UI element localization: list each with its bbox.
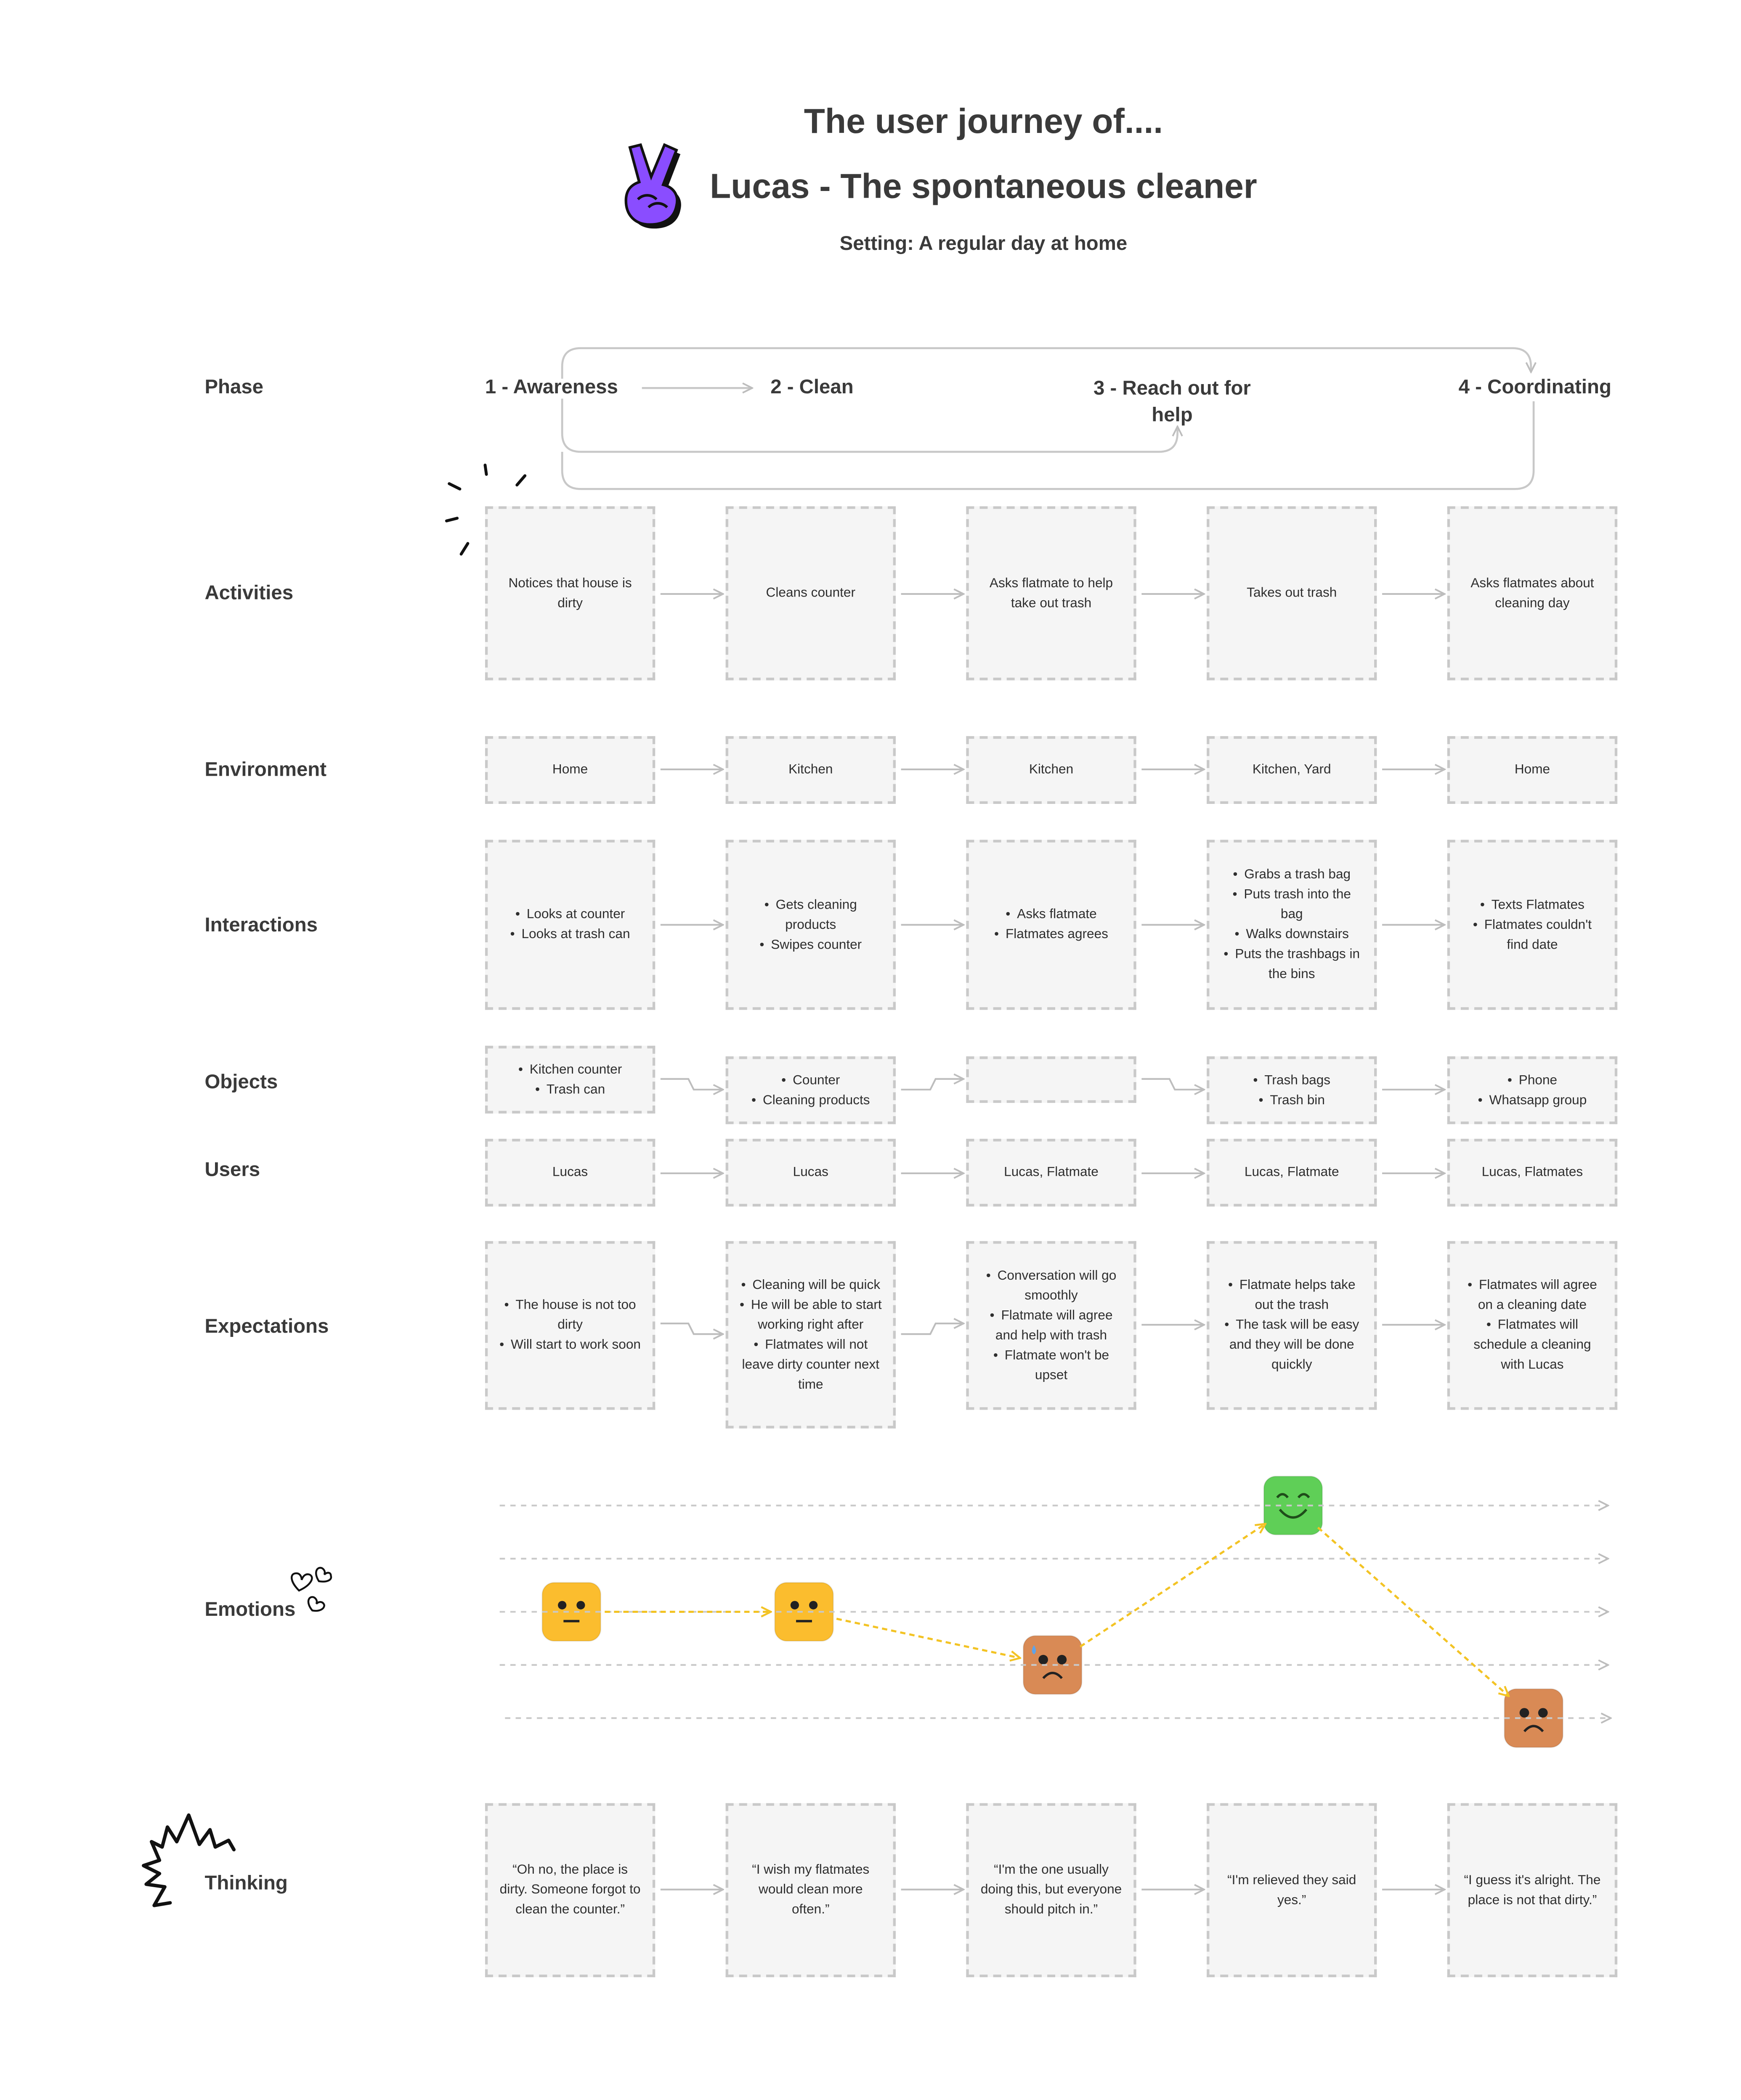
victory-hand-icon bbox=[624, 143, 681, 229]
hearts-doodle-icon bbox=[291, 1567, 332, 1612]
expectation-item: Flatmates will schedule a cleaning with … bbox=[1460, 1315, 1604, 1375]
row-label-thinking: Thinking bbox=[204, 1872, 288, 1895]
objects-card: Trash bagsTrash bin bbox=[1207, 1056, 1377, 1124]
interactions-card: Grabs a trash bagPuts trash into the bag… bbox=[1207, 840, 1377, 1010]
interaction-item: Gets cleaning products bbox=[739, 895, 882, 935]
interactions-card: Gets cleaning productsSwipes counter bbox=[725, 840, 896, 1010]
interaction-item: Texts Flatmates bbox=[1460, 895, 1604, 915]
environment-card: Kitchen bbox=[966, 736, 1136, 804]
object-item: Phone bbox=[1478, 1070, 1587, 1090]
activity-card: Takes out trash bbox=[1207, 506, 1377, 681]
object-item: Counter bbox=[751, 1070, 870, 1090]
expectation-item: Conversation will go smoothly bbox=[979, 1266, 1123, 1306]
expectations-card: Flatmate helps take out the trashThe tas… bbox=[1207, 1241, 1377, 1410]
worried-sweat-face-icon bbox=[1022, 1634, 1083, 1702]
thought-card: “I wish my flatmates would clean more of… bbox=[725, 1803, 896, 1978]
activity-card: Asks flatmate to help take out trash bbox=[966, 506, 1136, 681]
activity-card: Asks flatmates about cleaning day bbox=[1447, 506, 1618, 681]
expectation-item: Flatmates will agree on a cleaning date bbox=[1460, 1275, 1604, 1315]
objects-card-empty bbox=[966, 1056, 1136, 1103]
phase-clean: 2 - Clean bbox=[770, 376, 854, 399]
interaction-item: Looks at counter bbox=[510, 905, 630, 925]
activity-card: Cleans counter bbox=[725, 506, 896, 681]
row-label-objects: Objects bbox=[204, 1071, 278, 1094]
phase-coordinating: 4 - Coordinating bbox=[1458, 376, 1611, 399]
users-card: Lucas bbox=[725, 1139, 896, 1207]
expectation-item: Flatmate will agree and help with trash bbox=[979, 1305, 1123, 1345]
users-card: Lucas bbox=[485, 1139, 656, 1207]
interaction-item: Puts the trashbags in the bins bbox=[1220, 945, 1364, 985]
objects-card: PhoneWhatsapp group bbox=[1447, 1056, 1618, 1124]
phase-flow-arrows bbox=[561, 347, 1534, 490]
smiling-face-icon bbox=[1263, 1475, 1324, 1543]
thought-card: “I'm the one usually doing this, but eve… bbox=[966, 1803, 1136, 1978]
row-label-activities: Activities bbox=[204, 582, 294, 605]
objects-card: Kitchen counterTrash can bbox=[485, 1045, 656, 1114]
phase-reach-out: 3 - Reach out for help bbox=[1093, 377, 1251, 427]
interaction-item: Flatmates agrees bbox=[994, 925, 1108, 944]
object-item: Trash can bbox=[518, 1079, 622, 1099]
thought-card: “I guess it's alright. The place is not … bbox=[1447, 1803, 1618, 1978]
interactions-card: Looks at counterLooks at trash can bbox=[485, 840, 656, 1010]
sad-face-icon bbox=[1503, 1688, 1564, 1755]
users-card: Lucas, Flatmate bbox=[966, 1139, 1136, 1207]
activity-card: Notices that house is dirty bbox=[485, 506, 656, 681]
row-label-environment: Environment bbox=[204, 758, 327, 782]
emotion-transition-line bbox=[1317, 1527, 1509, 1696]
row-label-expectations: Expectations bbox=[204, 1315, 329, 1338]
interaction-item: Swipes counter bbox=[739, 935, 882, 955]
expectation-item: Will start to work soon bbox=[499, 1335, 642, 1355]
environment-card: Home bbox=[485, 736, 656, 804]
interactions-card: Texts FlatmatesFlatmates couldn't find d… bbox=[1447, 840, 1618, 1010]
setting-subtitle: Setting: A regular day at home bbox=[839, 232, 1128, 255]
neutral-face-icon bbox=[773, 1581, 834, 1649]
object-item: Trash bin bbox=[1253, 1090, 1330, 1110]
interaction-item: Puts trash into the bag bbox=[1220, 885, 1364, 925]
users-card: Lucas, Flatmates bbox=[1447, 1139, 1618, 1207]
expectation-item: Flatmate helps take out the trash bbox=[1220, 1275, 1364, 1315]
row-label-emotions: Emotions bbox=[204, 1598, 296, 1621]
emotion-transition-line bbox=[836, 1617, 1020, 1658]
environment-card: Kitchen, Yard bbox=[1207, 736, 1377, 804]
interaction-item: Asks flatmate bbox=[994, 905, 1108, 925]
expectation-item: Cleaning will be quick bbox=[739, 1275, 882, 1295]
interaction-item: Walks downstairs bbox=[1220, 925, 1364, 944]
journey-title: The user journey of.... bbox=[804, 101, 1163, 141]
persona-title: Lucas - The spontaneous cleaner bbox=[710, 166, 1257, 206]
objects-card: CounterCleaning products bbox=[725, 1056, 896, 1124]
expectation-item: He will be able to start working right a… bbox=[739, 1295, 882, 1335]
expectation-item: The task will be easy and they will be d… bbox=[1220, 1315, 1364, 1375]
row-label-interactions: Interactions bbox=[204, 914, 318, 937]
environment-card: Home bbox=[1447, 736, 1618, 804]
users-card: Lucas, Flatmate bbox=[1207, 1139, 1377, 1207]
interaction-item: Looks at trash can bbox=[510, 925, 630, 944]
expectation-item: Flatmate won't be upset bbox=[979, 1345, 1123, 1385]
object-item: Cleaning products bbox=[751, 1090, 870, 1110]
thought-card: “I'm relieved they said yes.” bbox=[1207, 1803, 1377, 1978]
object-item: Trash bags bbox=[1253, 1070, 1330, 1090]
interaction-item: Grabs a trash bag bbox=[1220, 865, 1364, 885]
expectation-item: The house is not too dirty bbox=[499, 1296, 642, 1336]
expectation-item: Flatmates will not leave dirty counter n… bbox=[739, 1335, 882, 1395]
neutral-face-icon bbox=[541, 1581, 602, 1649]
row-label-phase: Phase bbox=[204, 376, 264, 399]
expectations-card: The house is not too dirtyWill start to … bbox=[485, 1241, 656, 1410]
thought-card: “Oh no, the place is dirty. Someone forg… bbox=[485, 1803, 656, 1978]
environment-card: Kitchen bbox=[725, 736, 896, 804]
interaction-item: Flatmates couldn't find date bbox=[1460, 915, 1604, 955]
expectations-card: Flatmates will agree on a cleaning dateF… bbox=[1447, 1241, 1618, 1410]
row-label-users: Users bbox=[204, 1159, 260, 1182]
emotion-transition-line bbox=[1080, 1524, 1266, 1648]
expectations-card: Conversation will go smoothlyFlatmate wi… bbox=[966, 1241, 1136, 1410]
object-item: Whatsapp group bbox=[1478, 1090, 1587, 1110]
expectations-card: Cleaning will be quickHe will be able to… bbox=[725, 1241, 896, 1429]
phase-awareness: 1 - Awareness bbox=[485, 376, 618, 399]
interactions-card: Asks flatmateFlatmates agrees bbox=[966, 840, 1136, 1010]
object-item: Kitchen counter bbox=[518, 1060, 622, 1079]
